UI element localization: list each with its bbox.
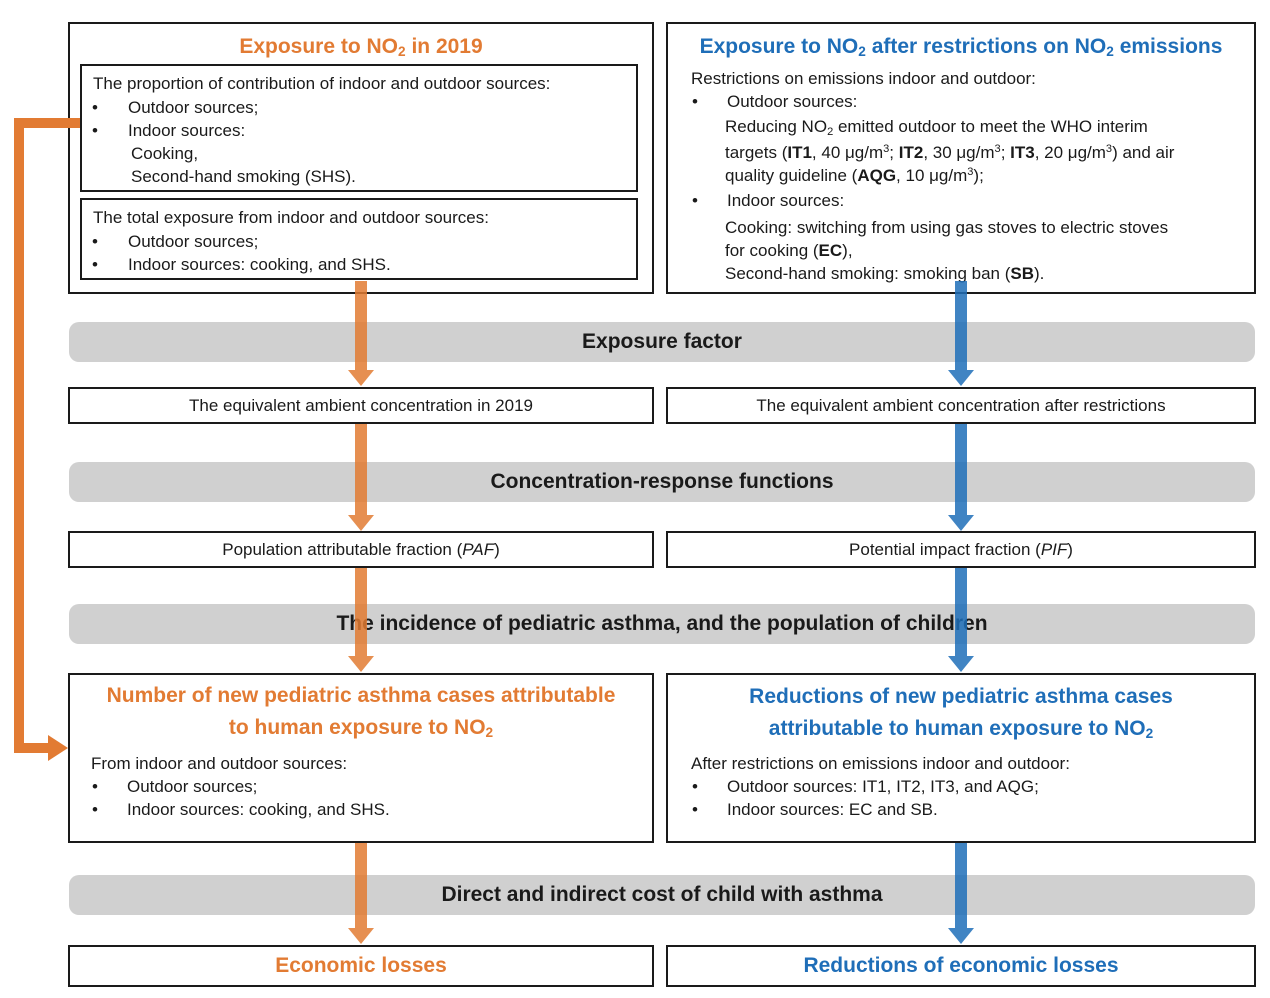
total-outdoor: Outdoor sources; — [128, 232, 259, 251]
blue-arrow-shaft-1 — [955, 281, 967, 370]
restrictions-indoor: Indoor sources: — [727, 191, 845, 210]
proportion-shs: Second-hand smoking (SHS). — [131, 167, 356, 186]
paf-box: Population attributable fraction (PAF) — [68, 531, 654, 568]
total-exposure-box: The total exposure from indoor and outdo… — [80, 198, 638, 280]
proportion-indoor: Indoor sources: — [128, 121, 246, 140]
orange-arrow-shaft-3 — [355, 568, 367, 656]
exposure-restrictions-box: Exposure to NO2 after restrictions on NO… — [666, 22, 1256, 294]
reductions-cases-title-2: attributable to human exposure to NO2 — [768, 717, 1154, 741]
new-cases-heading: From indoor and outdoor sources: — [91, 754, 348, 773]
feedback-arrow — [14, 118, 80, 761]
bullet-icon: • — [692, 92, 698, 111]
reductions-cases-heading: After restrictions on emissions indoor a… — [691, 754, 1070, 773]
total-heading: The total exposure from indoor and outdo… — [93, 208, 489, 227]
incidence-band: The incidence of pediatric asthma, and t… — [69, 604, 1255, 644]
indoor-line-1: Cooking: switching from using gas stoves… — [725, 218, 1169, 237]
orange-arrow-head-3 — [348, 656, 374, 672]
proportion-outdoor: Outdoor sources; — [128, 98, 259, 117]
reductions-economic-losses-box: Reductions of economic losses — [666, 945, 1256, 987]
reductions-cases-outdoor: Outdoor sources: IT1, IT2, IT3, and AQG; — [727, 777, 1039, 796]
restrictions-heading: Restrictions on emissions indoor and out… — [691, 69, 1036, 88]
feedback-arrow-head — [48, 735, 68, 761]
proportion-box: The proportion of contribution of indoor… — [80, 64, 638, 192]
new-cases-title-1: Number of new pediatric asthma cases att… — [106, 684, 616, 707]
bullet-icon: • — [692, 191, 698, 210]
pif-box: Potential impact fraction (PIF) — [666, 531, 1256, 568]
blue-flow-arrows — [948, 281, 974, 944]
reductions-cases-indoor: Indoor sources: EC and SB. — [727, 800, 938, 819]
total-indoor: Indoor sources: cooking, and SHS. — [128, 255, 391, 274]
orange-arrow-shaft-2 — [355, 424, 367, 515]
economic-losses-box: Economic losses — [68, 945, 654, 987]
exposure-restrictions-title: Exposure to NO2 after restrictions on NO… — [699, 35, 1223, 59]
orange-arrow-shaft-1 — [355, 281, 367, 370]
reductions-cases-title-1: Reductions of new pediatric asthma cases — [749, 685, 1173, 708]
new-cases-title-2: to human exposure to NO2 — [228, 716, 494, 740]
exposure-factor-band: Exposure factor — [69, 322, 1255, 362]
orange-arrow-head-4 — [348, 928, 374, 944]
orange-arrow-shaft-4 — [355, 843, 367, 928]
reductions-cases-box: Reductions of new pediatric asthma cases… — [666, 673, 1256, 843]
feedback-arrow-horizontal-top — [14, 118, 80, 128]
new-cases-indoor: Indoor sources: cooking, and SHS. — [127, 800, 390, 819]
bullet-icon: • — [92, 800, 98, 819]
feedback-arrow-horizontal-bottom — [14, 743, 50, 753]
blue-arrow-head-3 — [948, 656, 974, 672]
bullet-icon: • — [692, 800, 698, 819]
blue-arrow-head-1 — [948, 370, 974, 386]
bullet-icon: • — [92, 777, 98, 796]
exposure-2019-title: Exposure to NO2 in 2019 — [239, 35, 483, 59]
bullet-icon: • — [92, 121, 98, 140]
new-cases-outdoor: Outdoor sources; — [127, 777, 258, 796]
bullet-icon: • — [692, 777, 698, 796]
outdoor-line-1: Reducing NO2 emitted outdoor to meet the… — [725, 117, 1148, 138]
new-cases-box: Number of new pediatric asthma cases att… — [68, 673, 654, 843]
cost-band: Direct and indirect cost of child with a… — [69, 875, 1255, 915]
proportion-cooking: Cooking, — [131, 144, 199, 163]
feedback-arrow-vertical — [14, 118, 24, 753]
blue-arrow-head-2 — [948, 515, 974, 531]
orange-flow-arrows — [348, 281, 374, 944]
bullet-icon: • — [92, 232, 98, 251]
proportion-heading: The proportion of contribution of indoor… — [93, 74, 551, 93]
blue-arrow-shaft-3 — [955, 568, 967, 656]
orange-arrow-head-1 — [348, 370, 374, 386]
indoor-line-3: Second-hand smoking: smoking ban (SB). — [725, 264, 1045, 283]
orange-arrow-head-2 — [348, 515, 374, 531]
indoor-line-2: for cooking (EC), — [725, 241, 853, 260]
restrictions-outdoor: Outdoor sources: — [727, 92, 858, 111]
outdoor-line-3: quality guideline (AQG, 10 μg/m3); — [725, 166, 984, 185]
crf-band: Concentration-response functions — [69, 462, 1255, 502]
bullet-icon: • — [92, 98, 98, 117]
blue-arrow-head-4 — [948, 928, 974, 944]
equivalent-2019-box: The equivalent ambient concentration in … — [68, 387, 654, 424]
blue-arrow-shaft-2 — [955, 424, 967, 515]
outdoor-line-2: targets (IT1, 40 μg/m3; IT2, 30 μg/m3; I… — [725, 143, 1175, 162]
equivalent-restrictions-box: The equivalent ambient concentration aft… — [666, 387, 1256, 424]
bullet-icon: • — [92, 255, 98, 274]
blue-arrow-shaft-4 — [955, 843, 967, 928]
